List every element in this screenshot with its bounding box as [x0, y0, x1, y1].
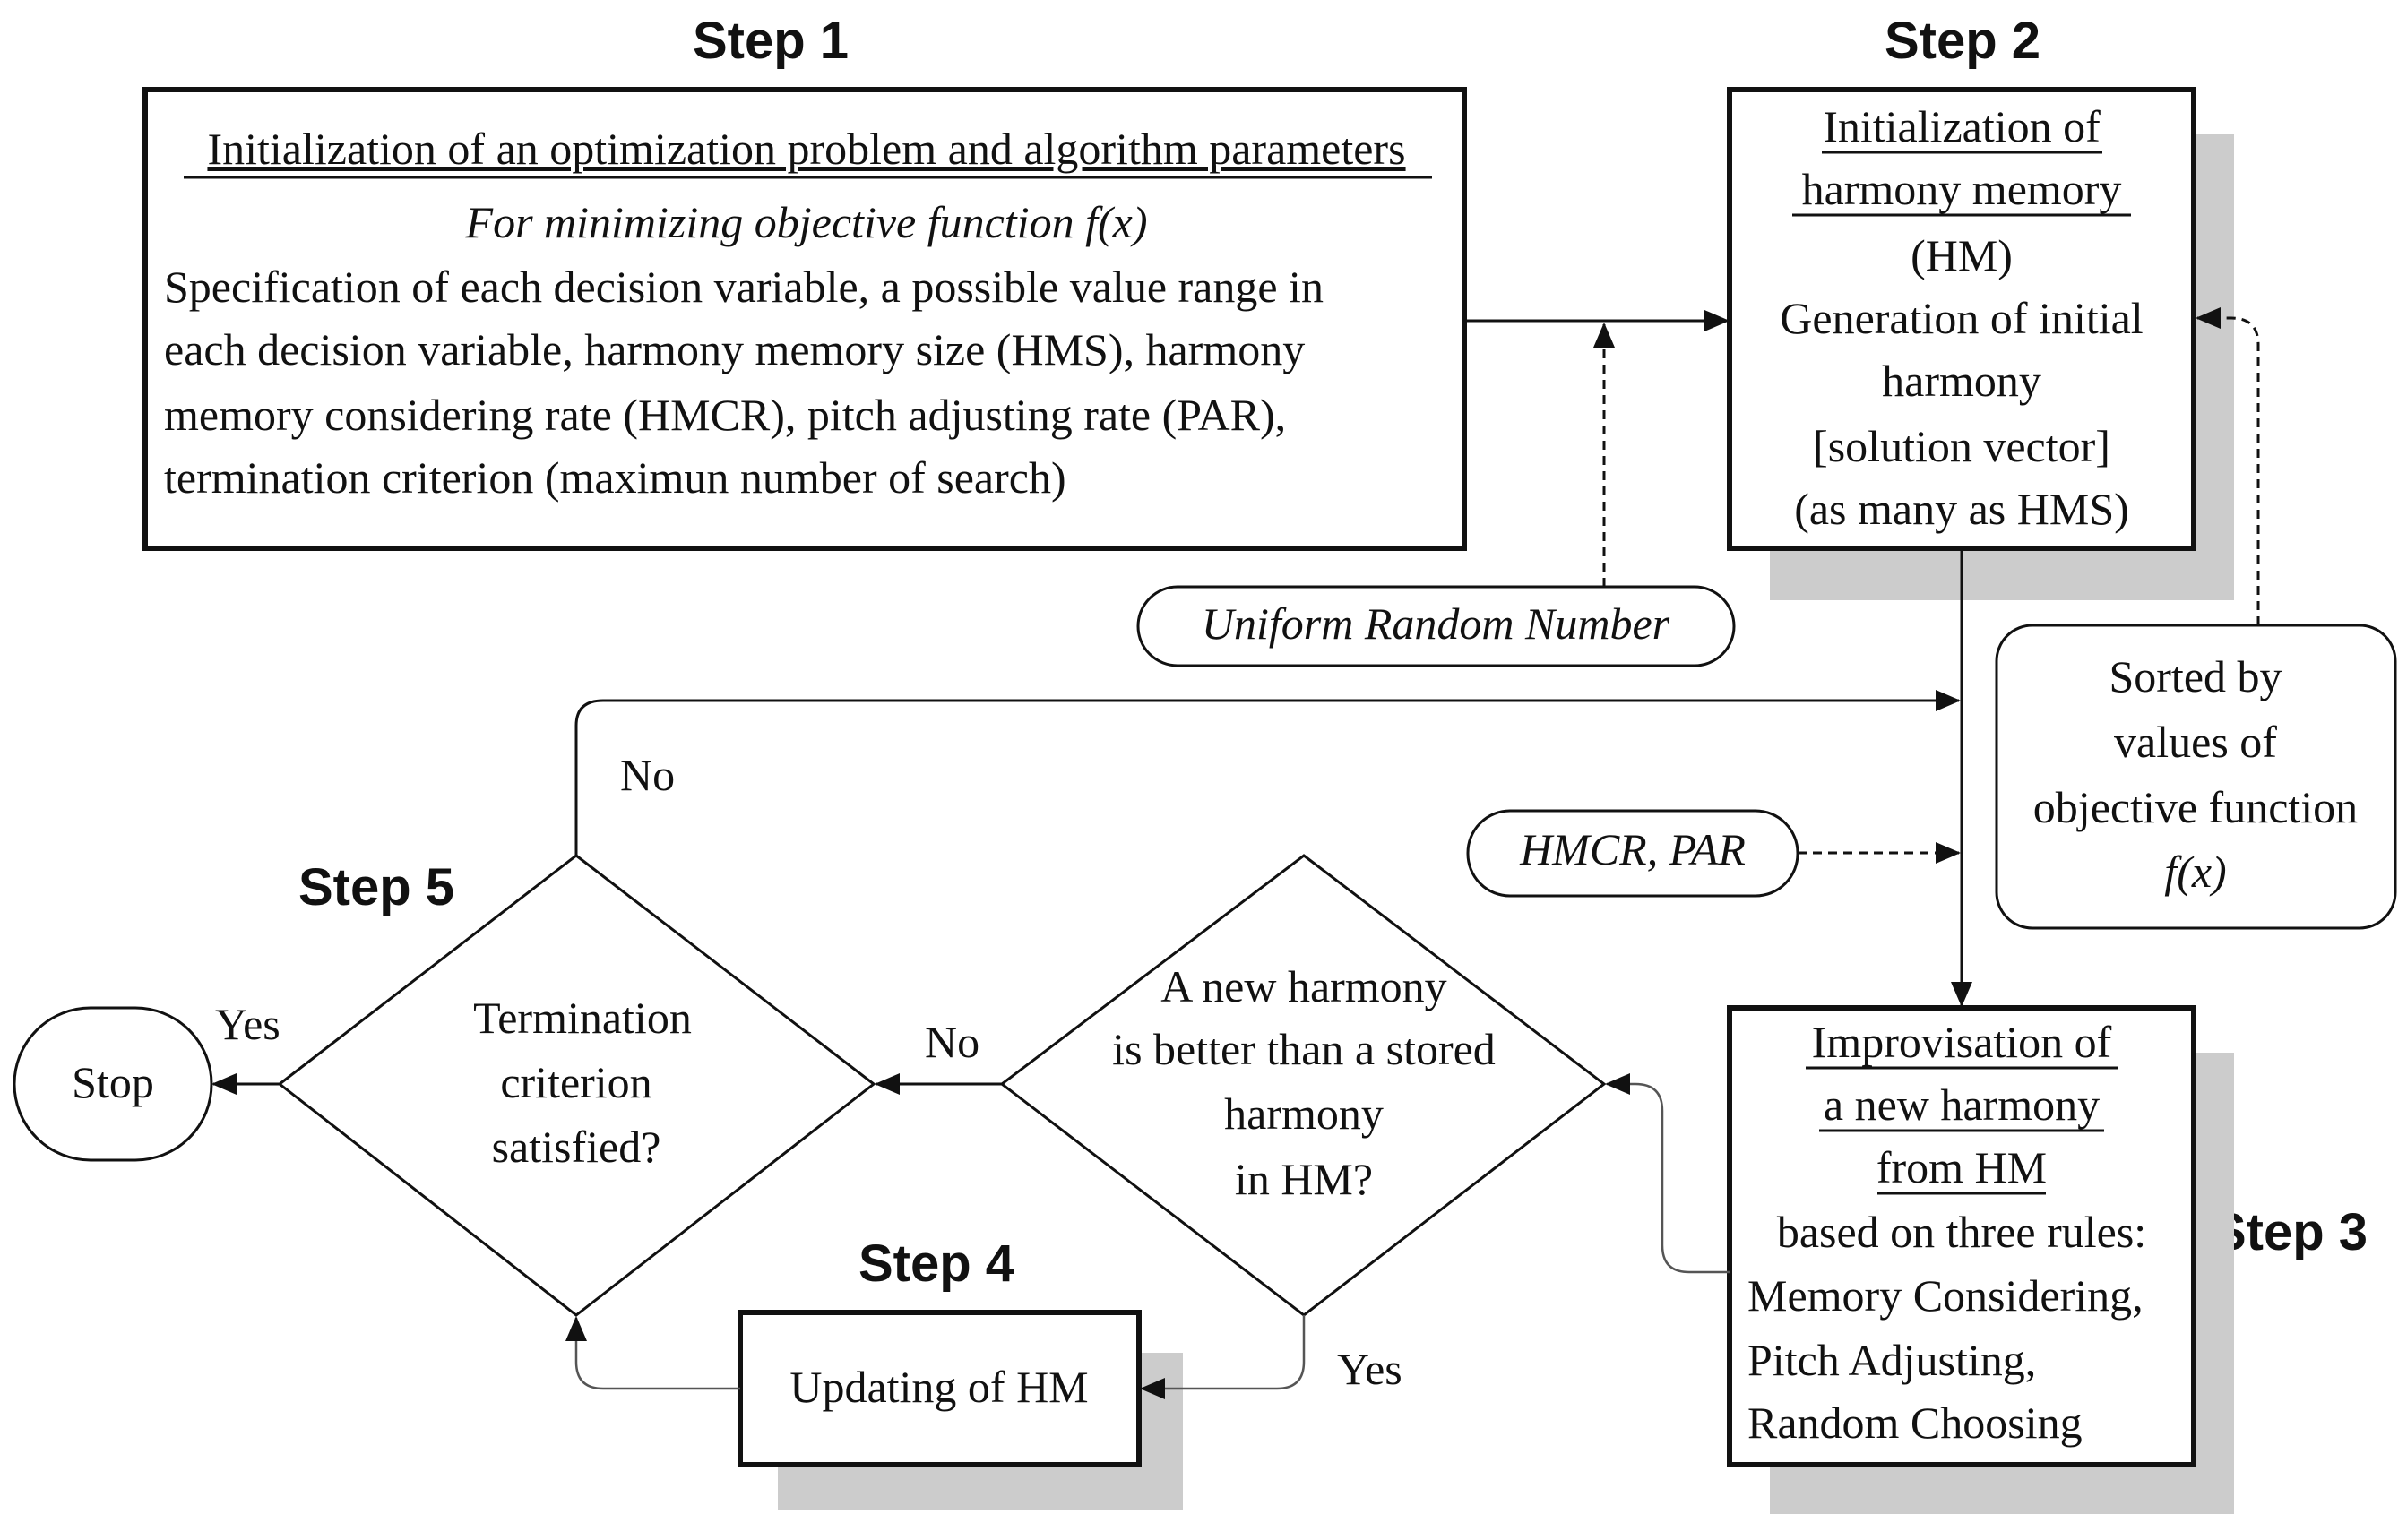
- arrow-no-loop-back: [574, 690, 1961, 856]
- decision-new-line-3: harmony: [1224, 1088, 1384, 1139]
- step-1-line-4: termination criterion (maximun number of…: [164, 452, 1066, 503]
- arrow-yes-to-update: [1140, 1315, 1306, 1399]
- decision-term-line-2: criterion: [500, 1057, 651, 1107]
- arrow-sorted-to-step2: [2196, 307, 2260, 625]
- step-2-line-1: (HM): [1911, 230, 2013, 280]
- stop-terminal: Stop: [13, 1006, 213, 1162]
- step-2-label: Step 2: [1885, 12, 2040, 70]
- arrow-step3-to-decision: [1605, 1073, 1730, 1274]
- hmcr-par-text: HMCR, PAR: [1519, 824, 1746, 874]
- step-3-title-2: a new harmony: [1824, 1080, 2100, 1130]
- decision-termination: Termination criterion satisfied?: [277, 854, 876, 1317]
- hmcr-par-input: HMCR, PAR: [1466, 809, 1799, 898]
- step-3-label: Step 3: [2212, 1203, 2368, 1261]
- label-yes-bottom: Yes: [1337, 1344, 1402, 1394]
- decision-new-line-1: A new harmony: [1160, 961, 1446, 1011]
- label-no-top: No: [620, 750, 675, 800]
- step-4-text: Updating of HM: [789, 1362, 1088, 1412]
- step-1-title: Initialization of an optimization proble…: [207, 124, 1405, 174]
- step-2-line-3: harmony: [1882, 356, 2041, 406]
- step-5-label: Step 5: [298, 858, 454, 916]
- step-3-line-3: Pitch Adjusting,: [1747, 1335, 2036, 1385]
- decision-term-line-3: satisfied?: [492, 1122, 661, 1172]
- stop-text: Stop: [72, 1057, 154, 1107]
- sorted-line-1: Sorted by: [2109, 651, 2282, 701]
- step-1-line-3: memory considering rate (HMCR), pitch ad…: [164, 390, 1286, 440]
- step-3-title-1: Improvisation of: [1812, 1017, 2112, 1067]
- sorted-line-2: values of: [2114, 717, 2277, 767]
- step-2-box: Initialization of harmony memory (HM) Ge…: [1727, 87, 2234, 600]
- sorted-line-4: f(x): [2164, 847, 2226, 897]
- sorted-by-values-note: Sorted by values of objective function f…: [1995, 624, 2397, 930]
- step-1-box: Initialization of an optimization proble…: [142, 87, 1467, 551]
- step-2-title-2: harmony memory: [1802, 164, 2122, 214]
- sorted-line-3: objective function: [2033, 782, 2358, 832]
- label-no-mid: No: [925, 1017, 979, 1067]
- step-3-box: Improvisation of a new harmony from HM b…: [1727, 1005, 2234, 1514]
- step-2-line-4: [solution vector]: [1813, 421, 2110, 471]
- decision-new-line-2: is better than a stored: [1112, 1024, 1496, 1074]
- step-1-line-1: Specification of each decision variable,…: [164, 262, 1324, 312]
- decision-term-line-1: Termination: [473, 993, 692, 1043]
- step-1-line-2: each decision variable, harmony memory s…: [164, 324, 1305, 374]
- step-3-line-1: based on three rules:: [1777, 1207, 2146, 1257]
- label-yes-left: Yes: [215, 999, 280, 1049]
- step-1-subtitle: For minimizing objective function f(x): [465, 197, 1148, 247]
- step-1-label: Step 1: [693, 12, 849, 70]
- step-2-line-2: Generation of initial: [1780, 293, 2143, 343]
- step-3-line-4: Random Choosing: [1747, 1398, 2083, 1448]
- step-2-title-1: Initialization of: [1823, 101, 2101, 151]
- step-4-label: Step 4: [858, 1235, 1014, 1293]
- step-3-line-2: Memory Considering,: [1747, 1270, 2144, 1321]
- arrow-update-to-termination: [565, 1316, 740, 1390]
- step-4-box: Updating of HM: [738, 1310, 1183, 1510]
- uniform-random-input: Uniform Random Number: [1136, 585, 1736, 667]
- step-2-line-5: (as many as HMS): [1794, 484, 2129, 534]
- decision-new-harmony: A new harmony is better than a stored ha…: [999, 854, 1607, 1317]
- uniform-random-text: Uniform Random Number: [1202, 598, 1670, 649]
- decision-new-line-4: in HM?: [1235, 1154, 1373, 1204]
- step-3-title-3: from HM: [1876, 1142, 2047, 1192]
